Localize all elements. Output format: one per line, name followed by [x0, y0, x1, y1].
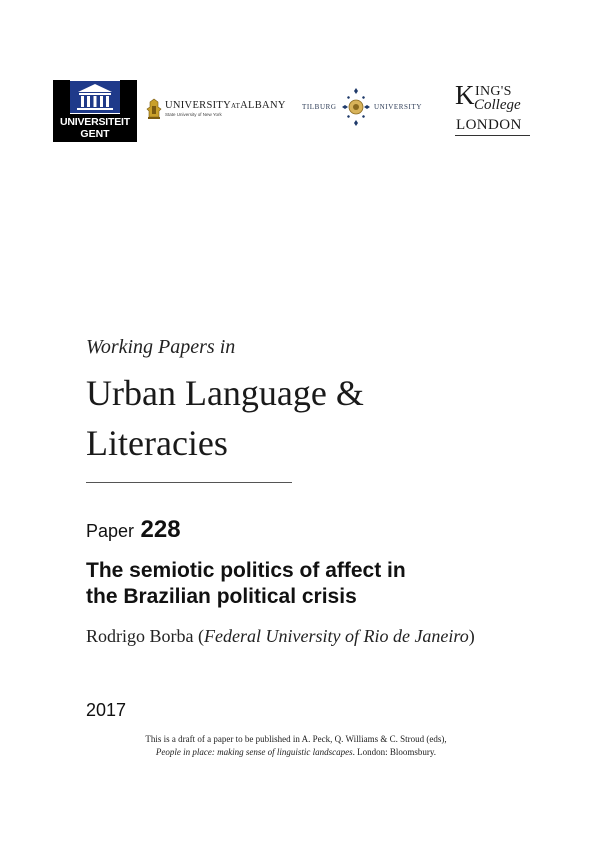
- author-paren-open: (: [193, 626, 204, 646]
- kings-logo-rule: [455, 135, 530, 136]
- logo-row: UNIVERSITEIT GENT UNIVERSITYATALBANY Sta…: [0, 0, 595, 150]
- albany-logo-name: UNIVERSITYATALBANY: [165, 100, 286, 111]
- series-title-line2: Literacies: [86, 423, 228, 463]
- kings-college-logo: K ING'S College LONDON: [455, 82, 533, 140]
- albany-logo-subtitle: State University of New York: [165, 112, 222, 117]
- divider: [86, 482, 292, 483]
- paper-title: The semiotic politics of affect in the B…: [86, 558, 526, 610]
- ghent-logo-line1: UNIVERSITEIT: [60, 116, 130, 128]
- logo-band: UNIVERSITEIT GENT: [53, 114, 137, 142]
- kings-logo-college: College: [474, 97, 521, 113]
- logo-square: [53, 80, 70, 97]
- kings-logo-london: LONDON: [456, 117, 522, 133]
- series-title: Urban Language & Literacies: [86, 368, 546, 468]
- draft-note: This is a draft of a paper to be publish…: [86, 733, 506, 759]
- book-title: People in place: making sense of linguis…: [155, 747, 353, 757]
- paper-title-line1: The semiotic politics of affect in: [86, 559, 406, 582]
- author-paren-close: ): [468, 626, 475, 646]
- emblem-icon: [342, 88, 370, 126]
- albany-university-logo: UNIVERSITYATALBANY State University of N…: [146, 98, 286, 122]
- logo-square: [120, 97, 137, 114]
- author-name: Rodrigo Borba: [86, 626, 194, 646]
- ghent-logo-line2: GENT: [80, 128, 110, 140]
- publisher: . London: Bloomsbury.: [352, 747, 437, 757]
- tilburg-logo-left: TILBURG: [302, 103, 337, 111]
- author-line: Rodrigo Borba (Federal University of Rio…: [86, 626, 475, 647]
- crest-icon: [146, 98, 162, 119]
- kings-logo-k: K: [455, 80, 475, 110]
- series-title-line1: Urban Language &: [86, 373, 364, 413]
- tilburg-logo-right: UNIVERSITY: [374, 103, 422, 111]
- paper-number-value: 228: [140, 516, 181, 543]
- paper-number: Paper 228: [86, 516, 181, 544]
- building-icon: [70, 81, 120, 113]
- paper-title-line2: the Brazilian political crisis: [86, 585, 357, 608]
- kings-logo-ings: ING'S: [475, 84, 512, 99]
- publication-year: 2017: [86, 700, 127, 720]
- paper-label: Paper: [86, 521, 135, 541]
- albany-name-main: UNIVERSITY: [165, 100, 231, 111]
- tilburg-university-logo: TILBURG UNIVERSITY: [302, 88, 434, 126]
- albany-name-at: AT: [231, 102, 241, 110]
- draft-note-line1: This is a draft of a paper to be publish…: [145, 734, 447, 744]
- series-label: Working Papers in: [86, 336, 236, 358]
- ghent-university-logo: UNIVERSITEIT GENT: [53, 80, 137, 142]
- albany-name-end: ALBANY: [240, 100, 286, 111]
- author-affiliation: Federal University of Rio de Janeiro: [204, 626, 469, 646]
- draft-note-line2: People in place: making sense of linguis…: [86, 746, 506, 759]
- logo-square: [53, 97, 70, 114]
- logo-square: [120, 80, 137, 97]
